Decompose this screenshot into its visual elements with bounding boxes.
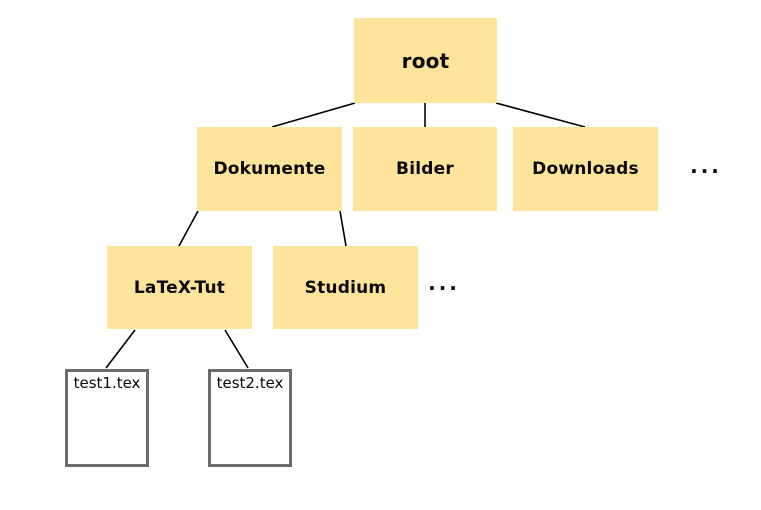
tree-node-bilder-label: Bilder	[396, 159, 454, 179]
tree-node-downloads-label: Downloads	[532, 159, 639, 179]
tree-node-latex-tut-label: LaTeX-Tut	[133, 277, 226, 298]
tree-node-studium-label: Studium	[304, 277, 387, 298]
tree-node-dokumente-label: Dokumente	[213, 159, 326, 179]
edge-dokumente-latex	[178, 210, 199, 247]
edge-latex-test2	[224, 329, 249, 369]
edge-latex-test1	[105, 329, 136, 369]
edge-root-dokumente	[271, 102, 356, 128]
tree-node-file-test1: test1.tex	[65, 369, 149, 467]
tree-node-studium: Studium	[273, 246, 418, 329]
tree-node-bilder: Bilder	[353, 127, 497, 211]
tree-node-root-label: root	[401, 48, 450, 73]
tree-node-root: root	[354, 18, 497, 103]
edge-dokumente-studium	[339, 210, 347, 247]
ellipsis-more-folders-level3: ...	[428, 271, 460, 295]
tree-node-latex-tut: LaTeX-Tut	[107, 246, 252, 329]
tree-node-dokumente: Dokumente	[197, 127, 342, 211]
tree-node-file-test2: test2.tex	[208, 369, 292, 467]
tree-node-file-test1-label: test1.tex	[73, 374, 141, 392]
tree-node-downloads: Downloads	[513, 127, 658, 211]
ellipsis-more-folders-level2: ...	[690, 154, 722, 178]
tree-node-file-test2-label: test2.tex	[216, 374, 284, 392]
edge-root-downloads	[495, 102, 586, 128]
